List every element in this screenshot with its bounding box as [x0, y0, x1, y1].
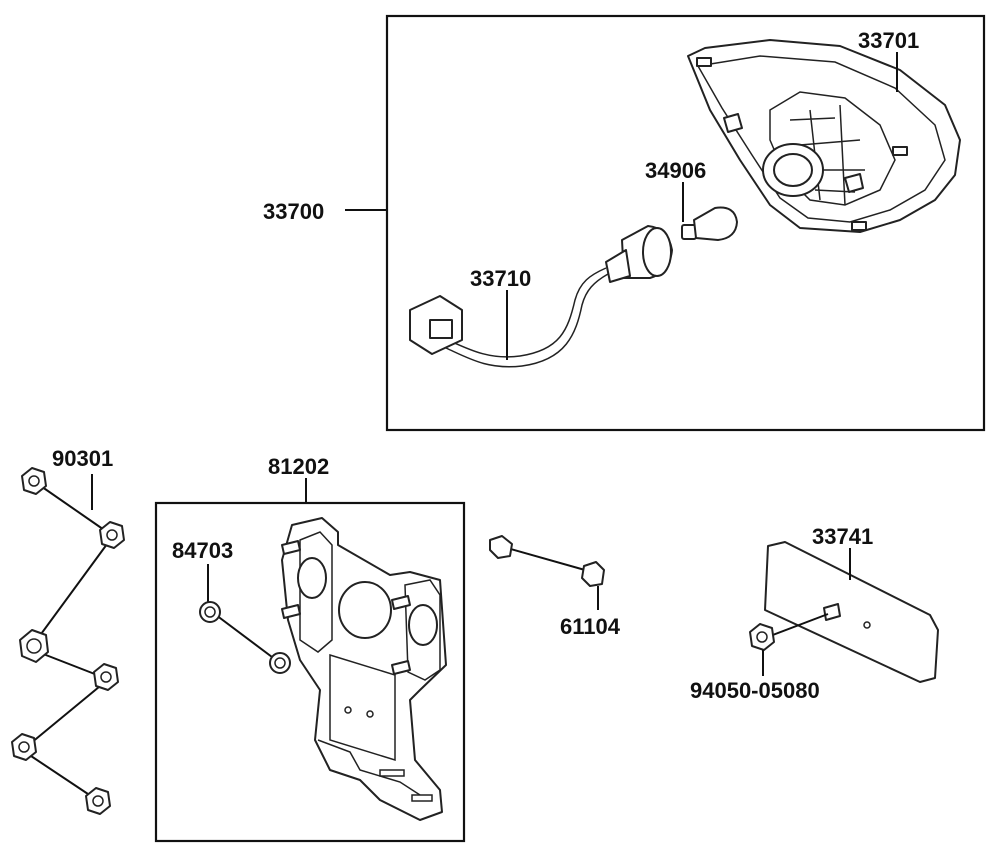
label-81202: 81202 [268, 454, 329, 479]
collar-axis [499, 545, 593, 573]
tail-lamp-housing [687, 39, 961, 233]
license-bracket [281, 517, 447, 821]
label-34906: 34906 [645, 158, 706, 183]
label-33741: 33741 [812, 524, 873, 549]
label-33701: 33701 [858, 28, 919, 53]
collar-2 [581, 561, 605, 587]
nut-6 [85, 787, 111, 815]
nut-2 [99, 521, 125, 549]
grommet-1 [199, 601, 221, 623]
collar-1 [489, 535, 513, 559]
reflector-nut [749, 623, 775, 651]
nut-3 [19, 629, 49, 663]
nut-4 [93, 663, 119, 691]
grommet-axis [211, 611, 277, 661]
reflector [764, 541, 939, 683]
label-90301: 90301 [52, 446, 113, 471]
nut-set [11, 467, 125, 815]
label-33700: 33700 [263, 199, 324, 224]
bracket-frame [154, 501, 466, 843]
assembly-frame [385, 14, 986, 432]
reflector-nut-axis [769, 613, 829, 637]
socket-harness [409, 225, 673, 368]
label-61104: 61104 [560, 614, 621, 639]
bulb [681, 206, 738, 241]
label-84703: 84703 [172, 538, 233, 563]
grommet-2 [269, 652, 291, 674]
nut-1 [21, 467, 47, 495]
nut-5 [11, 733, 37, 761]
label-94050-05080: 94050-05080 [690, 678, 820, 703]
label-33710: 33710 [470, 266, 531, 291]
